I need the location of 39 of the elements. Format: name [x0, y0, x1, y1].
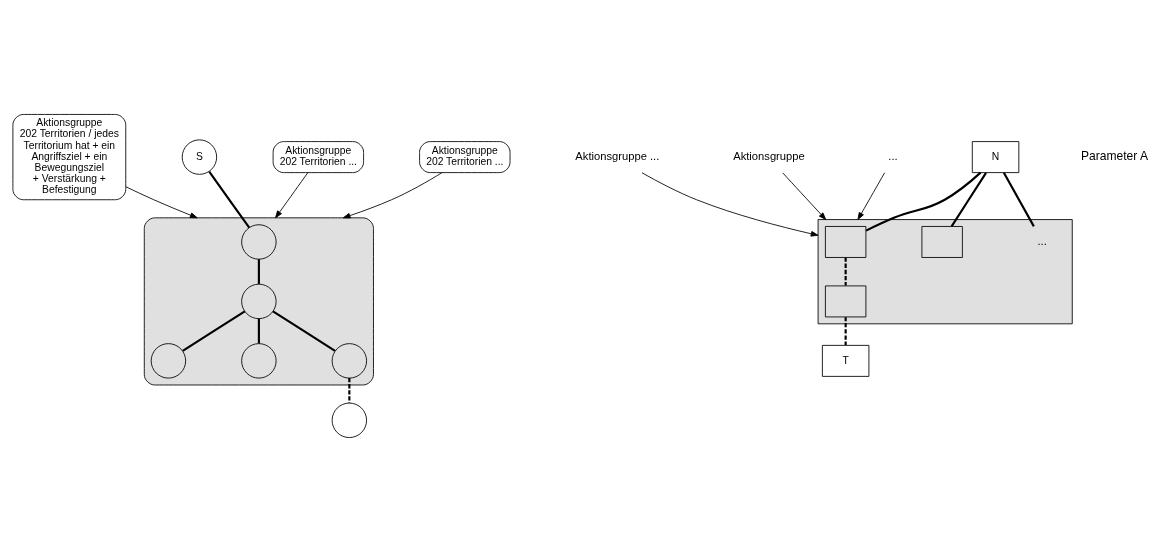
- cluster: [817, 218, 1073, 324]
- node-box: [921, 225, 963, 258]
- node-box: [824, 285, 867, 317]
- arrow: [275, 171, 309, 218]
- node-circle: [241, 283, 277, 319]
- node-box: N: [971, 140, 1020, 173]
- arrow: [782, 171, 827, 220]
- connector: [348, 377, 351, 403]
- cluster: [143, 216, 374, 385]
- node-text: Aktionsgruppe ...: [575, 149, 660, 162]
- arrow: [857, 171, 885, 220]
- arrow: [641, 171, 819, 237]
- node-text: Aktionsgruppe: [733, 149, 805, 162]
- node-box: [824, 225, 867, 258]
- connector: [865, 171, 982, 232]
- connector: [257, 318, 260, 343]
- node-text: ...: [1037, 234, 1047, 247]
- connector: [182, 309, 246, 352]
- node-box: T: [821, 344, 870, 377]
- connector: [844, 316, 847, 345]
- connector: [208, 170, 251, 228]
- connector: [272, 309, 336, 352]
- connector: [844, 257, 847, 286]
- connector: [1002, 171, 1035, 227]
- node-circle: [241, 223, 277, 260]
- node-box: Aktionsgruppe 202 Territorien ...: [419, 140, 511, 173]
- node-circle: [150, 342, 187, 379]
- node-box: Aktionsgruppe 202 Territorien / jedes Territorium hat + ein Angriffsziel + ein Bewegungsziel + Verstärkung + Befestigung: [12, 113, 127, 200]
- node-box: Aktionsgruppe 202 Territorien ...: [272, 140, 364, 173]
- label: Parameter A: [1080, 148, 1148, 163]
- node-circle: S: [181, 138, 218, 175]
- node-circle: [241, 342, 277, 379]
- node-circle: [331, 402, 367, 438]
- connector: [950, 171, 987, 227]
- node-circle: [331, 342, 367, 379]
- arrow: [342, 171, 443, 218]
- arrow: [125, 185, 198, 218]
- node-text: ...: [888, 149, 898, 162]
- connector: [257, 258, 260, 284]
